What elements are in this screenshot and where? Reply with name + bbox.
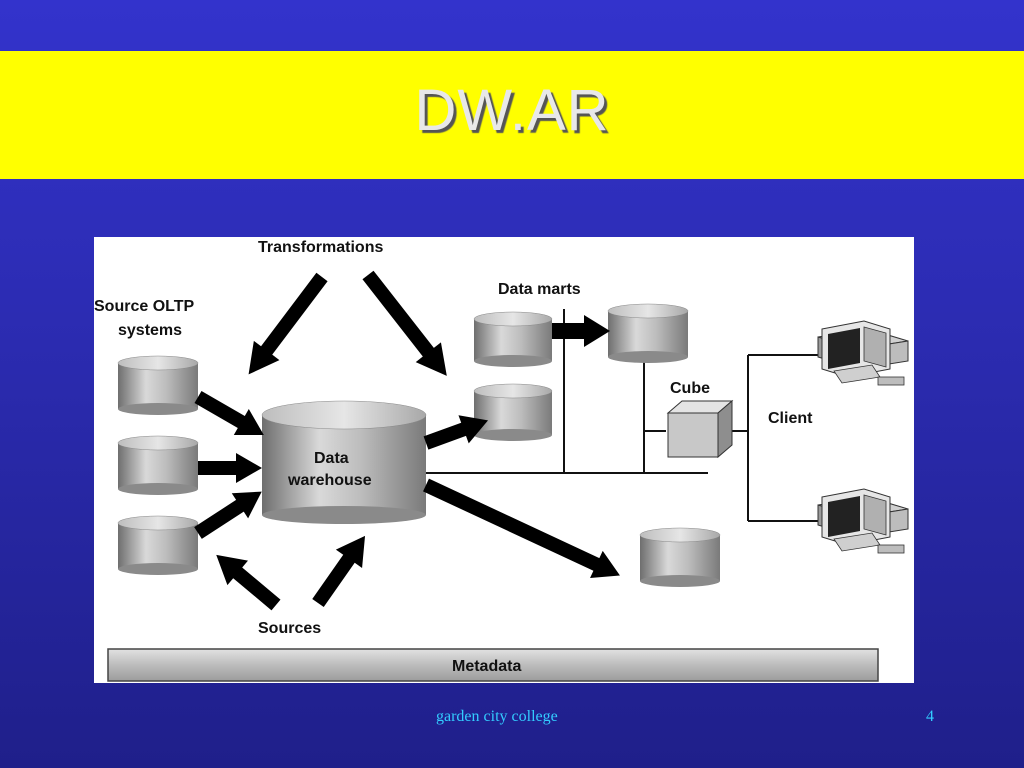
footer-text: garden city college [436, 708, 558, 725]
arrow-icon [423, 478, 620, 579]
title-band: DW.AR [0, 51, 1024, 179]
arrow-icon [312, 535, 366, 608]
client-computer-icon [817, 320, 909, 386]
arrow-icon [198, 453, 262, 483]
arrows [194, 270, 620, 611]
slide-title: DW.AR [414, 77, 610, 143]
page-number: 4 [926, 708, 934, 725]
data-mart-cylinder [473, 311, 553, 367]
data-marts-label: Data marts [498, 281, 581, 298]
data-mart-cylinder [639, 527, 721, 587]
arrow-icon [216, 554, 281, 611]
arrow-icon [362, 270, 447, 376]
arrow-icon [552, 315, 610, 347]
data-mart-cylinder [473, 383, 553, 441]
source-oltp-cylinder [117, 435, 199, 495]
data-warehouse-cylinder [261, 400, 427, 524]
data-mart-cylinder [607, 303, 689, 363]
client-label: Client [768, 410, 813, 427]
source-oltp-cylinder [117, 355, 199, 415]
arrow-icon [248, 272, 328, 375]
sources-label: Sources [258, 620, 321, 637]
cube-icon [666, 399, 734, 459]
arrow-icon [423, 415, 489, 450]
data-warehouse-label: warehouse [287, 472, 372, 489]
source-oltp-label: Source OLTP [94, 298, 194, 315]
client-computer-icon [817, 488, 909, 554]
source-oltp-label: systems [118, 322, 182, 339]
transformations-label: Transformations [258, 239, 383, 256]
arrow-icon [194, 390, 264, 435]
metadata-bar [107, 648, 879, 682]
arrow-icon [194, 491, 262, 539]
data-warehouse-label: Data [314, 450, 349, 467]
dw-architecture-diagram: Transformations Source OLTP systems Data… [94, 237, 914, 683]
metadata-label: Metadata [452, 658, 521, 675]
cube-label: Cube [670, 380, 710, 397]
source-oltp-cylinder [117, 515, 199, 575]
